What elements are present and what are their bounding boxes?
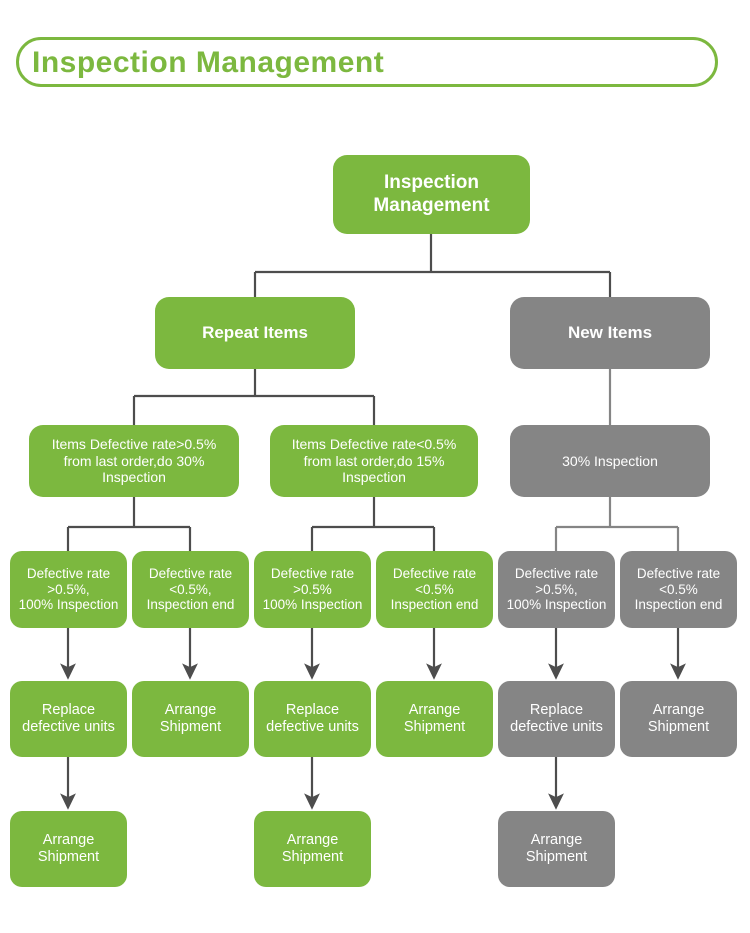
node-c2-defect-low-inspection-end[interactable]: Defective rate <0.5%, Inspection end: [132, 551, 249, 628]
edge-rhi-to-level4: [66, 497, 192, 551]
edge-level4-to-level5-gray: [548, 628, 686, 680]
node-a4-arrange-shipment[interactable]: Arrange Shipment: [376, 681, 493, 757]
node-c4-defect-low-inspection-end[interactable]: Defective rate <0.5% Inspection end: [376, 551, 493, 628]
node-a3-replace-defective-units[interactable]: Replace defective units: [254, 681, 371, 757]
node-s5-arrange-shipment[interactable]: Arrange Shipment: [498, 811, 615, 887]
node-s1-arrange-shipment[interactable]: Arrange Shipment: [10, 811, 127, 887]
node-repeat-low-defect-rate[interactable]: Items Defective rate<0.5% from last orde…: [270, 425, 478, 497]
edge-rlo-to-level4: [310, 497, 436, 551]
edge-level4-to-level5-green: [60, 628, 442, 680]
node-a6-arrange-shipment[interactable]: Arrange Shipment: [620, 681, 737, 757]
node-a2-arrange-shipment[interactable]: Arrange Shipment: [132, 681, 249, 757]
node-a5-replace-defective-units[interactable]: Replace defective units: [498, 681, 615, 757]
edge-level5-to-level6: [60, 757, 564, 810]
node-s3-arrange-shipment[interactable]: Arrange Shipment: [254, 811, 371, 887]
header-banner: [16, 37, 718, 87]
edge-root-to-level2: [253, 234, 612, 297]
edge-30pct-to-level4: [554, 497, 680, 551]
node-inspection-management[interactable]: Inspection Management: [333, 155, 530, 234]
node-c5-defect-high-100pct[interactable]: Defective rate >0.5%, 100% Inspection: [498, 551, 615, 628]
node-new-30-percent-inspection[interactable]: 30% Inspection: [510, 425, 710, 497]
node-a1-replace-defective-units[interactable]: Replace defective units: [10, 681, 127, 757]
node-c1-defect-high-100pct[interactable]: Defective rate >0.5%, 100% Inspection: [10, 551, 127, 628]
page-title: Inspection Management: [32, 46, 385, 79]
node-c3-defect-high-100pct[interactable]: Defective rate >0.5% 100% Inspection: [254, 551, 371, 628]
node-repeat-items[interactable]: Repeat Items: [155, 297, 355, 369]
node-new-items[interactable]: New Items: [510, 297, 710, 369]
edge-repeat-to-level3: [132, 369, 376, 425]
node-c6-defect-low-inspection-end[interactable]: Defective rate <0.5% Inspection end: [620, 551, 737, 628]
node-repeat-high-defect-rate[interactable]: Items Defective rate>0.5% from last orde…: [29, 425, 239, 497]
